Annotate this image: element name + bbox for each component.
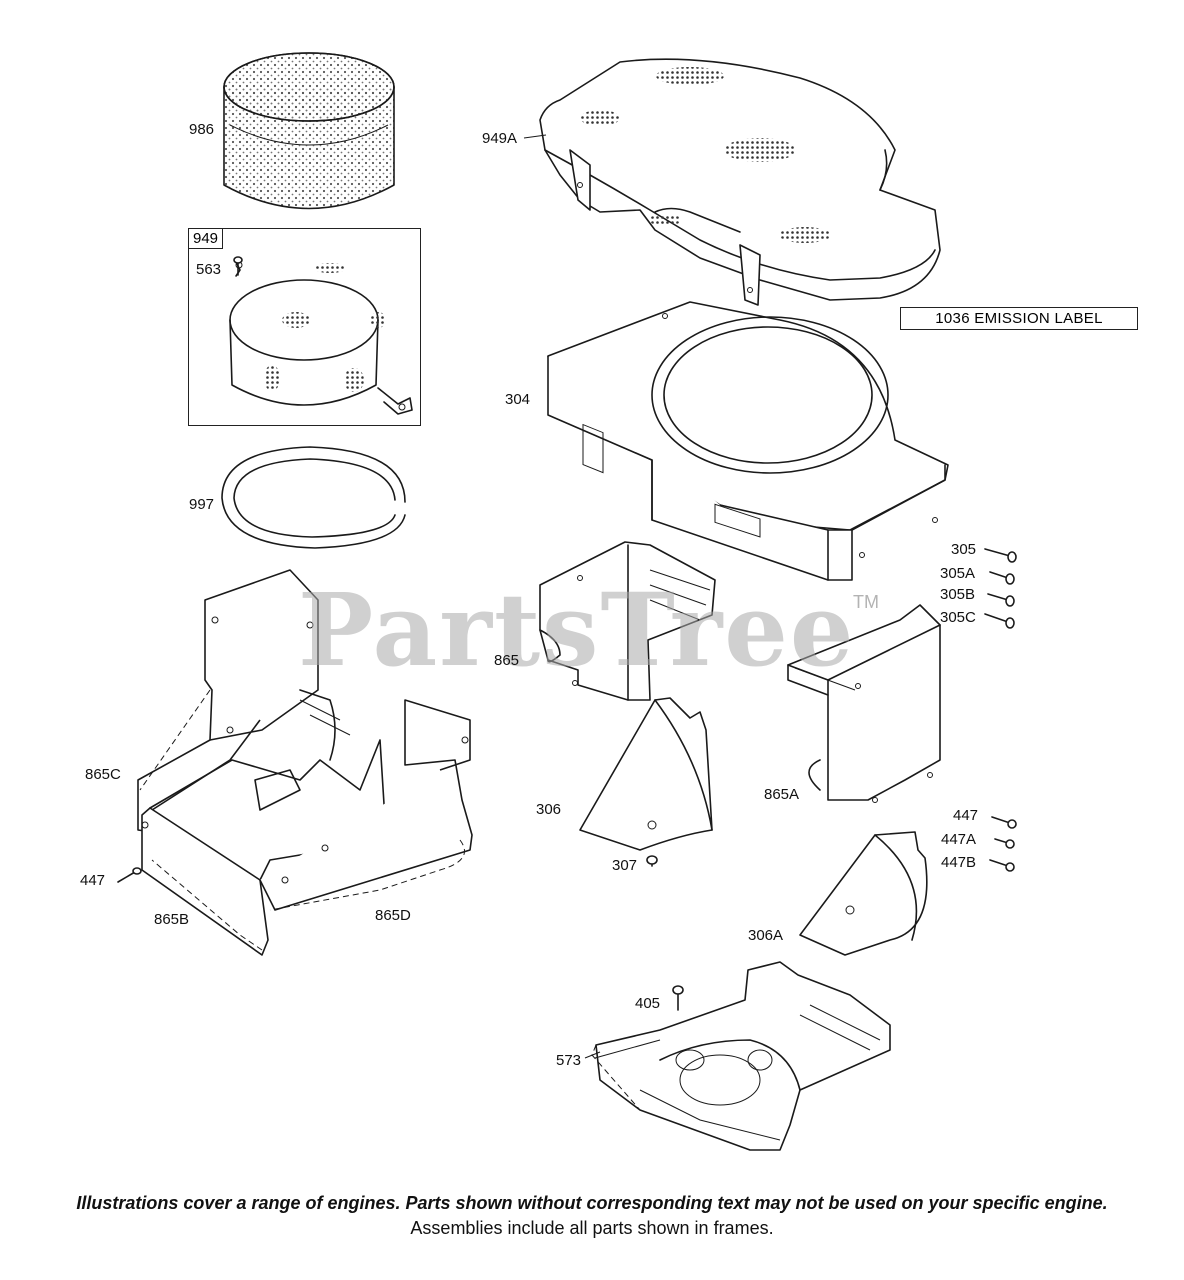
label-865: 865: [494, 652, 520, 669]
screw-307-icon: [646, 855, 658, 867]
part-573-base-plate: [591, 961, 891, 1151]
label-865a: 865A: [764, 786, 800, 803]
part-865a-baffle: [787, 604, 941, 803]
watermark-tm: TM: [853, 592, 879, 612]
label-949a: 949A: [482, 130, 518, 147]
screw-305b-icon: [987, 593, 1015, 607]
part-304-shroud: [547, 301, 949, 581]
label-305: 305: [951, 541, 977, 558]
emission-label: 1036 EMISSION LABEL: [900, 307, 1138, 330]
footer-note: Assemblies include all parts shown in fr…: [410, 1218, 774, 1238]
label-573: 573: [556, 1052, 582, 1069]
part-865c-865b-865d-baffles: [137, 569, 473, 956]
screw-305-icon: [984, 548, 1017, 563]
part-997-ring: [221, 446, 406, 549]
leader-lines: [523, 134, 661, 1059]
label-447-right: 447: [953, 807, 979, 824]
label-865c: 865C: [85, 766, 121, 783]
screw-447-left-icon: [117, 867, 142, 883]
screw-447b-icon: [989, 859, 1015, 872]
screw-305c-icon: [984, 613, 1015, 629]
screw-305a-icon: [989, 571, 1015, 585]
label-305c: 305C: [940, 609, 976, 626]
frame-949: [188, 228, 421, 426]
part-865-baffle: [539, 541, 716, 701]
label-307: 307: [612, 857, 638, 874]
label-865b: 865B: [154, 911, 190, 928]
label-865d: 865D: [375, 907, 411, 924]
frame-tag-949: 949: [188, 228, 224, 249]
part-949a-blower-cover: [539, 58, 941, 306]
label-305b: 305B: [940, 586, 976, 603]
part-986-foam-precleaner: [223, 52, 395, 210]
label-447a: 447A: [941, 831, 977, 848]
label-447-left: 447: [80, 872, 106, 889]
label-304: 304: [505, 391, 531, 408]
label-986: 986: [189, 121, 215, 138]
footer-disclaimer: Illustrations cover a range of engines. …: [76, 1193, 1108, 1213]
part-306a-deflector: [799, 831, 928, 956]
part-306-deflector: [579, 697, 713, 851]
screws: [117, 256, 1017, 1011]
screw-447a-icon: [994, 838, 1015, 849]
label-305a: 305A: [940, 565, 976, 582]
screw-405-icon: [672, 985, 684, 1011]
label-447b: 447B: [941, 854, 977, 871]
label-306a: 306A: [748, 927, 784, 944]
label-306: 306: [536, 801, 562, 818]
label-563: 563: [196, 261, 222, 278]
label-405: 405: [635, 995, 661, 1012]
screw-447-right-icon: [991, 816, 1017, 829]
label-997: 997: [189, 496, 215, 513]
watermark: PartsTree: [298, 571, 856, 689]
screw-563-icon: [233, 256, 243, 276]
